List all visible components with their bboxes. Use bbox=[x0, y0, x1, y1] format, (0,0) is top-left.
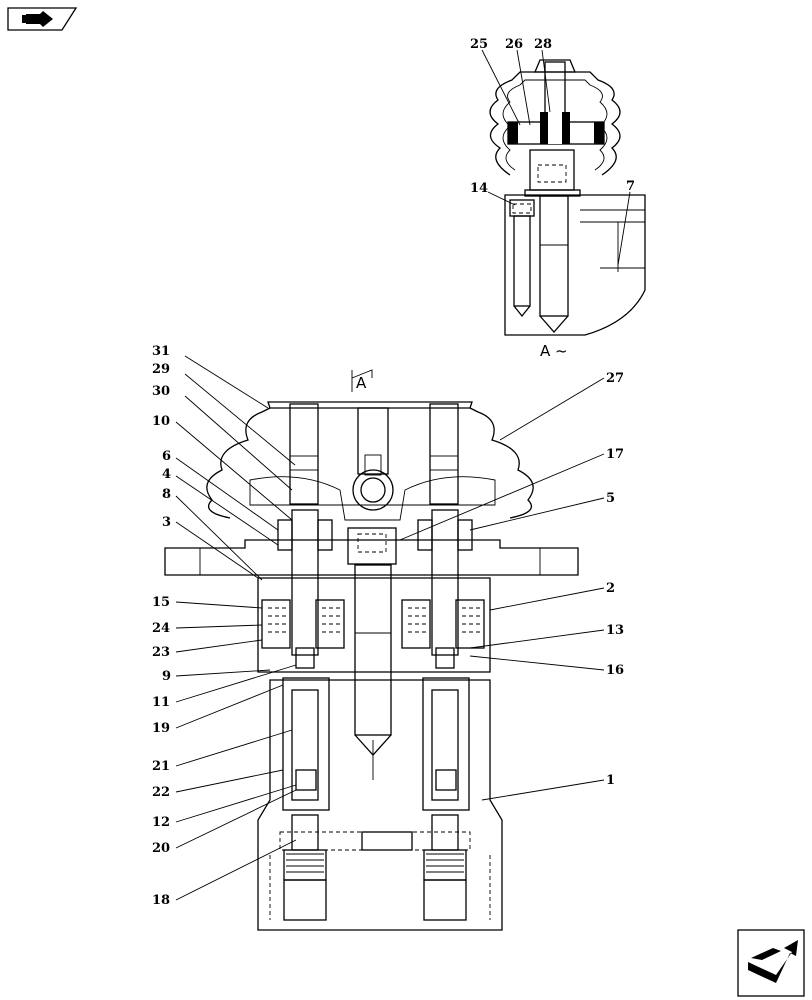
callout-28: 28 bbox=[534, 37, 552, 52]
callout-22: 22 bbox=[152, 785, 170, 800]
callout-15: 15 bbox=[152, 595, 170, 610]
callout-20: 20 bbox=[152, 841, 170, 856]
callout-16: 16 bbox=[606, 663, 624, 678]
callout-8: 8 bbox=[162, 487, 171, 502]
callout-6: 6 bbox=[162, 449, 171, 464]
callout-29: 29 bbox=[152, 362, 170, 377]
callout-7: 7 bbox=[626, 179, 635, 194]
callout-10: 10 bbox=[152, 414, 170, 429]
callout-5: 5 bbox=[606, 491, 615, 506]
callout-12: 12 bbox=[152, 815, 170, 830]
callout-14: 14 bbox=[470, 181, 488, 196]
callout-4: 4 bbox=[162, 467, 171, 482]
main-valve-assembly bbox=[164, 369, 579, 931]
callout-leaders bbox=[175, 49, 631, 901]
callout-26: 26 bbox=[505, 37, 523, 52]
callout-31: 31 bbox=[152, 344, 170, 359]
detail-view-a bbox=[489, 59, 646, 336]
callout-9: 9 bbox=[162, 669, 171, 684]
callout-1: 1 bbox=[606, 773, 615, 788]
callout-17: 17 bbox=[606, 447, 624, 462]
callout-25: 25 bbox=[470, 37, 488, 52]
callout-labels: 25 26 28 14 7 A ~ A 31 29 30 10 6 4 8 3 … bbox=[152, 37, 635, 908]
callout-30: 30 bbox=[152, 384, 170, 399]
book-arrow-icon[interactable] bbox=[7, 7, 78, 31]
callout-27: 27 bbox=[606, 371, 624, 386]
callout-18: 18 bbox=[152, 893, 170, 908]
callout-19: 19 bbox=[152, 721, 170, 736]
callout-2: 2 bbox=[606, 581, 615, 596]
callout-21: 21 bbox=[152, 759, 170, 774]
callout-23: 23 bbox=[152, 645, 170, 660]
callout-24: 24 bbox=[152, 621, 170, 636]
section-marker-a: A bbox=[356, 374, 367, 392]
detail-view-label: A ~ bbox=[540, 342, 568, 360]
callout-3: 3 bbox=[162, 515, 171, 530]
next-page-arrow-icon[interactable] bbox=[737, 929, 805, 997]
callout-13: 13 bbox=[606, 623, 624, 638]
callout-11: 11 bbox=[152, 695, 170, 710]
